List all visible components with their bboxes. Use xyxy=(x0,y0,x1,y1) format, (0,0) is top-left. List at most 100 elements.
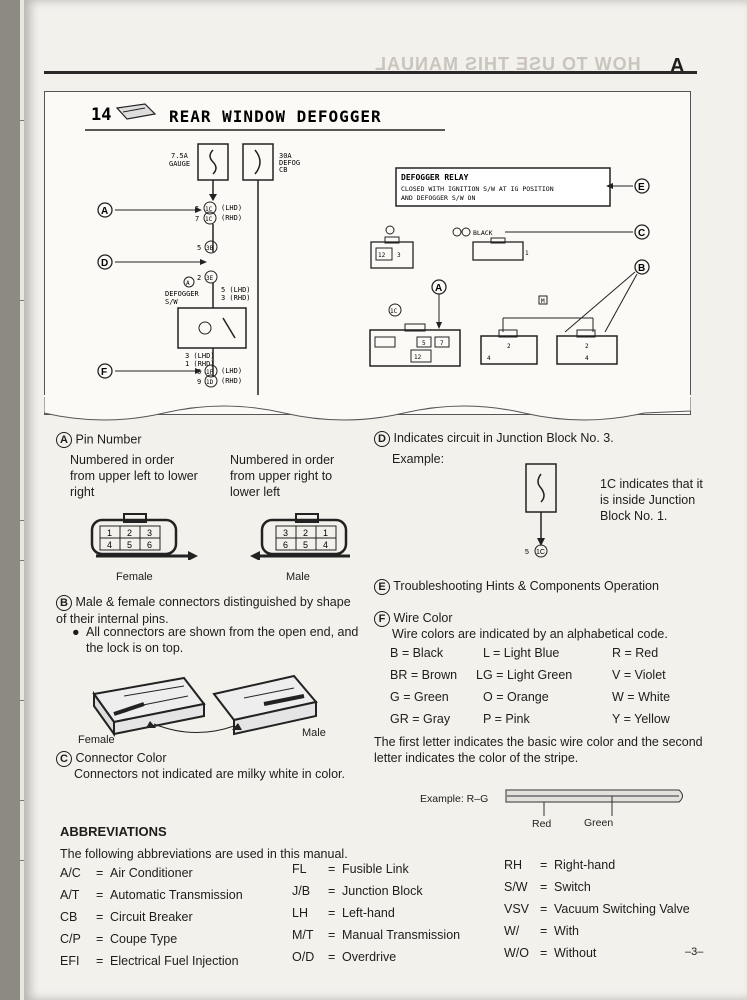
section-letter: A xyxy=(670,55,685,77)
svg-text:3B: 3B xyxy=(206,245,214,252)
binding-spine xyxy=(0,0,20,1000)
junction-block-example: 1C 5 xyxy=(525,463,557,558)
female-connector-caption: Female xyxy=(78,734,115,746)
svg-text:2: 2 xyxy=(507,343,511,350)
svg-text:S/W: S/W xyxy=(165,298,178,306)
book-icon xyxy=(115,103,157,120)
wire-color-table: B = Black L = Light Blue R = Red BR = Br… xyxy=(390,646,671,726)
svg-text:4: 4 xyxy=(487,355,491,362)
bullet-icon: ● xyxy=(72,625,80,639)
section-e-heading: E Troubleshooting Hints & Components Ope… xyxy=(374,578,659,595)
diagram-number: 14 xyxy=(91,105,111,125)
svg-text:M: M xyxy=(541,298,545,305)
section-b-bullet: ● All connectors are shown from the open… xyxy=(72,624,362,656)
manual-page: HOW TO USE THIS MANUAL A 14 REAR WINDOW … xyxy=(24,0,747,1000)
svg-text:30A: 30A xyxy=(279,152,292,160)
wire-example-green: Green xyxy=(584,817,614,829)
section-c-letter: C xyxy=(56,750,72,767)
svg-text:2: 2 xyxy=(197,274,201,282)
section-d-heading: D Indicates circuit in Junction Block No… xyxy=(374,430,614,447)
svg-text:5 (LHD): 5 (LHD) xyxy=(221,286,251,294)
male-caption: Male xyxy=(286,571,310,583)
svg-text:4: 4 xyxy=(585,355,589,362)
wire-example-label: Example: R–G xyxy=(420,793,489,805)
svg-text:12: 12 xyxy=(378,252,386,259)
female-pin: 5 xyxy=(127,540,132,550)
svg-text:(LHD): (LHD) xyxy=(221,367,242,375)
section-e-title: Troubleshooting Hints & Components Opera… xyxy=(393,579,659,593)
svg-text:AND DEFOGGER S/W ON: AND DEFOGGER S/W ON xyxy=(401,194,475,202)
svg-text:1C: 1C xyxy=(205,206,213,213)
svg-text:1 (RHD): 1 (RHD) xyxy=(185,360,215,368)
male-pin: 6 xyxy=(283,540,288,550)
male-pin: 2 xyxy=(303,528,308,538)
svg-text:3: 3 xyxy=(397,252,401,259)
svg-text:3 (LHD): 3 (LHD) xyxy=(185,352,215,360)
svg-text:1C: 1C xyxy=(390,308,398,315)
section-c-title: Connector Color xyxy=(75,751,167,765)
wire-example-red: Red xyxy=(532,818,552,830)
section-b-letter: B xyxy=(56,594,72,611)
svg-text:A: A xyxy=(186,280,190,287)
section-e-letter: E xyxy=(374,578,390,595)
svg-text:3 (RHD): 3 (RHD) xyxy=(221,294,251,302)
female-pin: 6 xyxy=(147,540,152,550)
jb-pin-number: 5 xyxy=(525,549,529,556)
section-f-title: Wire Color xyxy=(393,611,453,625)
female-pin-diagram: 1 2 3 4 5 6 xyxy=(90,513,198,560)
male-numbering-text: Numbered in order from upper right to lo… xyxy=(230,453,335,499)
relay-title: DEFOGGER RELAY xyxy=(401,173,469,182)
section-a-letter: A xyxy=(56,432,72,448)
svg-text:DEFOGGER: DEFOGGER xyxy=(165,290,200,298)
connector-color-label: BLACK xyxy=(473,229,493,237)
male-pin: 1 xyxy=(323,528,328,538)
male-pin: 3 xyxy=(283,528,288,538)
svg-text:(RHD): (RHD) xyxy=(221,377,242,385)
svg-text:(RHD): (RHD) xyxy=(221,214,242,222)
wiring-diagram: 14 REAR WINDOW DEFOGGER 7.5A GAUGE 30A D… xyxy=(85,103,650,397)
svg-text:A: A xyxy=(101,206,108,217)
section-d-example: Example: xyxy=(392,452,445,466)
svg-text:3E: 3E xyxy=(206,275,214,282)
wiring-diagram-panel: 14 REAR WINDOW DEFOGGER 7.5A GAUGE 30A D… xyxy=(44,91,691,415)
svg-text:1D: 1D xyxy=(206,379,214,386)
svg-text:9: 9 xyxy=(197,378,201,386)
svg-text:F: F xyxy=(101,367,107,378)
wire-color-note: The first letter indicates the basic wir… xyxy=(374,735,703,765)
svg-text:5: 5 xyxy=(422,340,426,347)
svg-text:1F: 1F xyxy=(206,369,214,376)
svg-text:7: 7 xyxy=(440,340,444,347)
female-numbering-text: Numbered in order from upper left to low… xyxy=(70,453,198,499)
female-pin: 3 xyxy=(147,528,152,538)
gauge-label-1: 7.5A xyxy=(171,152,189,160)
svg-text:D: D xyxy=(101,258,108,269)
header-rule xyxy=(44,71,697,74)
male-connector-caption: Male xyxy=(302,727,326,739)
diagram-title: REAR WINDOW DEFOGGER xyxy=(169,107,382,126)
male-pin: 4 xyxy=(323,540,328,550)
gauge-label-2: GAUGE xyxy=(169,160,190,168)
svg-text:CLOSED WITH IGNITION S/W AT IG: CLOSED WITH IGNITION S/W AT IG POSITION xyxy=(401,185,554,193)
jb-pin-code: 1C xyxy=(536,549,545,556)
female-caption: Female xyxy=(116,571,153,583)
svg-text:CB: CB xyxy=(279,166,287,174)
section-d-note: 1C indicates that it is inside Junction … xyxy=(600,477,703,523)
section-b-title: Male & female connectors distinguished b… xyxy=(56,595,351,626)
section-f-intro: Wire colors are indicated by an alphabet… xyxy=(392,627,668,641)
abbreviations-intro: The following abbreviations are used in … xyxy=(60,847,348,861)
section-d-letter: D xyxy=(374,430,390,447)
svg-text:12: 12 xyxy=(414,354,422,361)
section-f-letter: F xyxy=(374,610,390,627)
svg-text:5: 5 xyxy=(197,244,201,252)
section-b-text: B Male & female connectors distinguished… xyxy=(56,594,356,627)
section-c-heading: C Connector Color xyxy=(56,750,167,767)
svg-text:(LHD): (LHD) xyxy=(221,204,242,212)
section-b-bullet-text: All connectors are shown from the open e… xyxy=(86,625,359,655)
svg-text:B: B xyxy=(638,263,645,274)
svg-text:DEFOG: DEFOG xyxy=(279,159,300,167)
svg-text:A: A xyxy=(435,283,442,294)
male-pin: 5 xyxy=(303,540,308,550)
abbreviations-heading: ABBREVIATIONS xyxy=(60,824,167,839)
svg-text:1: 1 xyxy=(525,250,529,257)
svg-text:2: 2 xyxy=(585,343,589,350)
